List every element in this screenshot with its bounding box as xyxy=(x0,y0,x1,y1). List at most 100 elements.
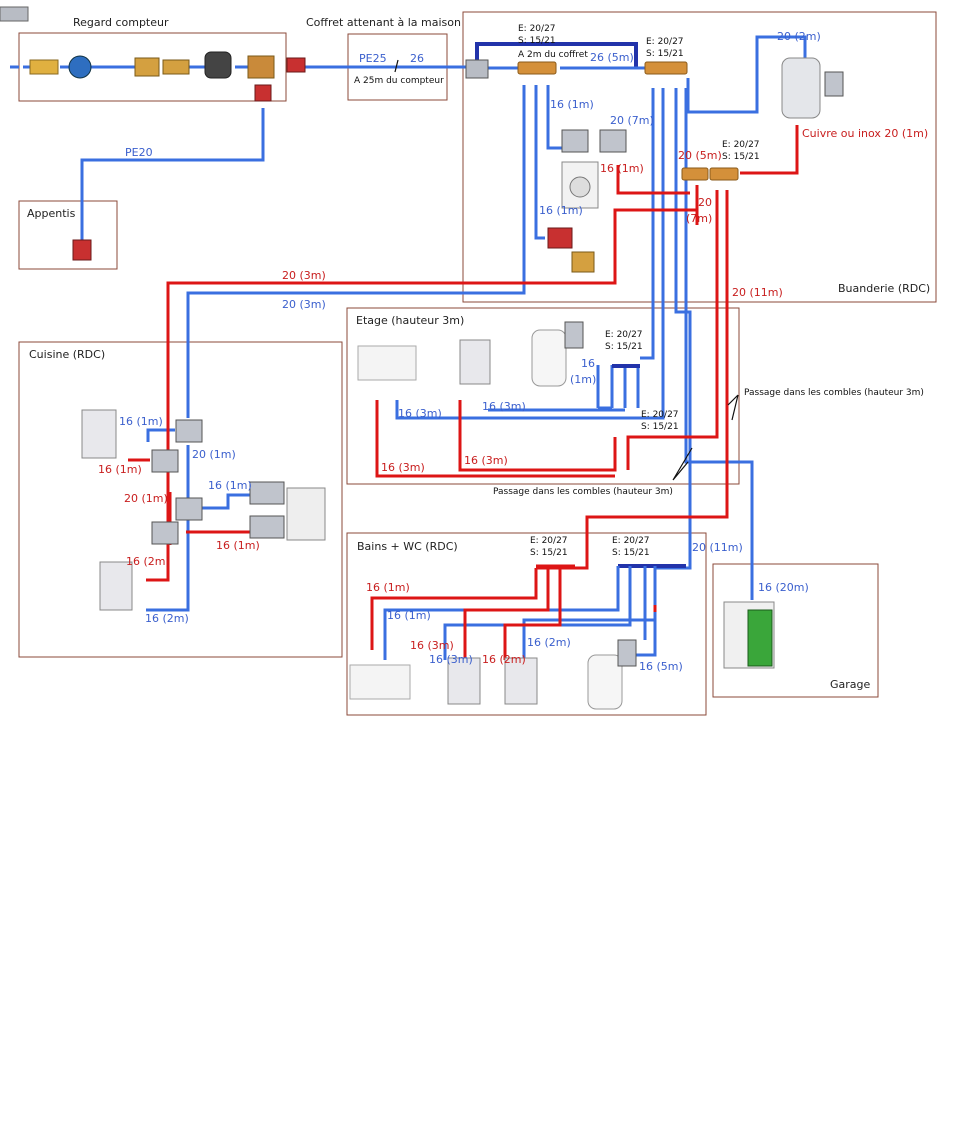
garage-box xyxy=(712,563,879,698)
title-cuisine: Cuisine (RDC) xyxy=(29,348,105,361)
washer-valve-icon xyxy=(561,129,589,153)
label-16-3m: 16 (3m) xyxy=(381,461,425,474)
title-etage: Etage (hauteur 3m) xyxy=(356,314,464,327)
dishwasher-icon xyxy=(286,487,326,541)
label-16-1m: 16 (1m) xyxy=(387,609,431,622)
label-26: 26 xyxy=(410,52,424,65)
label-20-3m: 20 (3m) xyxy=(282,298,326,311)
manifold-hot-1 xyxy=(681,167,709,181)
label-pe20: PE20 xyxy=(125,146,153,159)
label-a2m-coffret: A 2m du coffret xyxy=(518,50,588,60)
shower-tray-icon xyxy=(349,664,411,700)
title-garage: Garage xyxy=(830,678,871,691)
manifold-s: S: 15/21 xyxy=(646,49,684,59)
filter-icon xyxy=(134,57,160,77)
label-20-1m: 20 (1m) xyxy=(124,492,168,505)
tee-fitting-icon xyxy=(151,521,179,545)
label-16-1m: 16 (1m) xyxy=(550,98,594,111)
label-16-3m: 16 (3m) xyxy=(398,407,442,420)
title-regard: Regard compteur xyxy=(73,16,169,29)
label-20-11m: 20 (11m) xyxy=(692,541,743,554)
label-16-3m: 16 (3m) xyxy=(429,653,473,666)
label-cuivre: Cuivre ou inox 20 (1m) xyxy=(802,127,928,140)
label-combles: Passage dans les combles (hauteur 3m) xyxy=(744,388,924,398)
label-16-3m: 16 (3m) xyxy=(410,639,454,652)
manifold-s: S: 15/21 xyxy=(518,36,556,46)
faucet-icon xyxy=(459,339,491,385)
manifolds xyxy=(517,61,739,181)
toilet-valve-icon xyxy=(617,639,637,667)
label-20-5m: 20 (5m) xyxy=(678,149,722,162)
bains-box xyxy=(346,532,707,716)
manifold-s: S: 15/21 xyxy=(722,152,760,162)
manifold-e: E: 20/27 xyxy=(530,536,568,546)
tee-fitting-icon xyxy=(175,497,203,521)
label-20: 20 xyxy=(698,196,712,209)
label-16-2m: 16 (2m) xyxy=(126,555,170,568)
label-20-1m: 20 (1m) xyxy=(192,448,236,461)
label-16-3m: 16 (3m) xyxy=(464,454,508,467)
label-7m: (7m) xyxy=(686,212,712,225)
devices xyxy=(0,6,844,710)
label-16-3m: 16 (3m) xyxy=(482,400,526,413)
tee-fitting-icon xyxy=(247,55,275,79)
kitchen-faucet-icon xyxy=(81,409,117,459)
washer-valve-icon xyxy=(599,129,627,153)
title-appentis: Appentis xyxy=(27,207,76,220)
appentis-box xyxy=(18,200,118,270)
manifold-s: S: 15/21 xyxy=(530,548,568,558)
label-16-1m: 16 (1m) xyxy=(98,463,142,476)
manifold-hot-2 xyxy=(709,167,739,181)
cuisine-box xyxy=(18,341,343,658)
manifold-s: S: 15/21 xyxy=(605,342,643,352)
ball-valve-icon xyxy=(547,227,573,249)
label-16-2m: 16 (2m) xyxy=(145,612,189,625)
label-20-7m: 20 (7m) xyxy=(610,114,654,127)
safety-group-icon xyxy=(824,71,844,97)
manifold-e: E: 20/27 xyxy=(605,330,643,340)
manifold-buanderie-2 xyxy=(644,61,688,75)
label-20-11m: 20 (11m) xyxy=(732,286,783,299)
ball-valve-icon xyxy=(72,239,92,261)
garden-tap-icon xyxy=(571,251,595,273)
etage-box xyxy=(346,307,740,485)
title-coffret: Coffret attenant à la maison xyxy=(306,16,461,29)
label-16-1m: 16 (1m) xyxy=(366,581,410,594)
dishwasher-valve-icon xyxy=(249,481,285,505)
faucet-icon xyxy=(99,561,133,611)
tee-fitting-icon xyxy=(175,419,203,443)
valve-icon xyxy=(29,59,59,75)
ball-valve-icon xyxy=(254,84,272,102)
label-26-5m: 26 (5m) xyxy=(590,51,634,64)
tee-fitting-icon xyxy=(151,449,179,473)
manifold-buanderie-1 xyxy=(517,61,557,75)
label-20-3m: 20 (3m) xyxy=(282,269,326,282)
label-pe25: PE25 xyxy=(359,52,387,65)
toilet-valve-icon xyxy=(564,321,584,349)
manifold-e: E: 20/27 xyxy=(518,24,556,34)
faucet-icon xyxy=(504,657,538,705)
label-16-1m: 16 (1m) xyxy=(600,162,644,175)
fitting-icon xyxy=(465,59,489,79)
label-16-1m: 16 (1m) xyxy=(539,204,583,217)
water-meter-icon xyxy=(68,55,92,79)
title-buanderie: Buanderie (RDC) xyxy=(838,282,930,295)
valve-icon xyxy=(0,6,29,22)
buanderie-box xyxy=(462,11,937,303)
dishwasher-valve-icon xyxy=(249,515,285,539)
manifold-e: E: 20/27 xyxy=(641,410,679,420)
manifold-s: S: 15/21 xyxy=(612,548,650,558)
faucet-icon xyxy=(447,657,481,705)
label-20-2m: 20 (2m) xyxy=(777,30,821,43)
label-distance-compteur: A 25m du compteur xyxy=(354,76,444,86)
label-combles: Passage dans les combles (hauteur 3m) xyxy=(493,487,673,497)
manifold-e: E: 20/27 xyxy=(612,536,650,546)
ball-valve-icon xyxy=(286,57,306,73)
water-heater-icon xyxy=(781,57,821,119)
toilet-icon xyxy=(587,654,623,710)
label-16-2m: 16 (2m) xyxy=(527,636,571,649)
title-bains: Bains + WC (RDC) xyxy=(357,540,458,553)
label-16-1m: 16 (1m) xyxy=(208,479,252,492)
label-16-1m: 16 (1m) xyxy=(119,415,163,428)
